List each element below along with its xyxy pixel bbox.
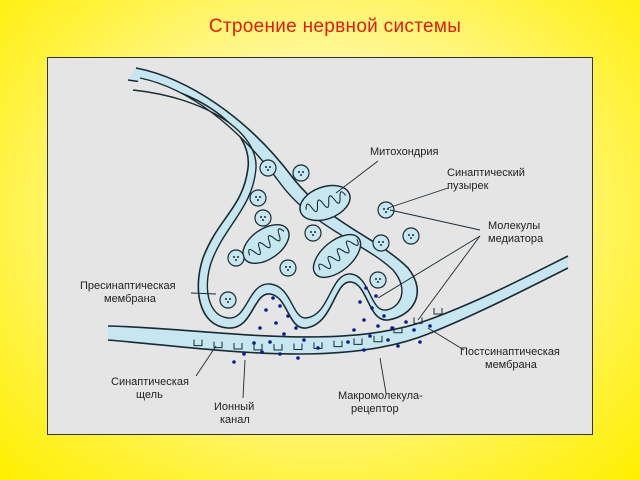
synapse-diagram: Митохондрия Синаптический пузырек Молеку…: [80, 67, 569, 426]
synaptic-vesicle: [292, 164, 310, 182]
label-ion-channel-line2: канал: [220, 414, 250, 426]
ion-channel: [373, 335, 383, 343]
mediator-molecule: [268, 340, 272, 344]
ion-channel: [213, 341, 223, 349]
mediator-molecule: [382, 314, 386, 318]
synaptic-vesicle: [304, 224, 322, 242]
mitochondrion: [242, 223, 290, 265]
mediator-molecule: [428, 324, 432, 328]
label-ion-channel-line1: Ионный: [214, 401, 254, 413]
synaptic-vesicles: [219, 159, 420, 309]
mediator-molecule: [271, 296, 275, 300]
mediator-molecule: [370, 306, 374, 310]
label-cleft-line2: щель: [136, 389, 163, 401]
mediator-molecule: [358, 300, 362, 304]
receptor: [393, 326, 403, 334]
label-receptor-line2: рецептор: [351, 403, 399, 415]
mediator-molecule: [418, 340, 422, 344]
label-mitochondria: Митохондрия: [370, 146, 438, 158]
slide-title: Строение нервной системы: [208, 16, 462, 37]
mediator-molecule: [404, 320, 408, 324]
mediator-molecule: [386, 338, 390, 342]
synaptic-vesicle: [369, 271, 387, 289]
mediator-molecule: [242, 352, 246, 356]
mediator-molecule: [260, 350, 264, 354]
mediator-molecule: [362, 348, 366, 352]
label-presynaptic-line1: Пресинаптическая: [80, 280, 176, 292]
mediator-molecule: [374, 294, 378, 298]
mediator-molecule: [232, 360, 236, 364]
synaptic-vesicle: [259, 159, 277, 177]
ion-channel: [333, 340, 343, 348]
mediator-molecule: [412, 328, 416, 332]
mediator-molecule: [396, 344, 400, 348]
label-vesicle-line2: пузырек: [447, 180, 489, 192]
mediator-molecule: [368, 334, 372, 338]
ion-channel: [413, 317, 423, 324]
receptor: [353, 338, 363, 345]
mediator-molecule: [362, 318, 366, 322]
receptor: [273, 343, 283, 351]
receptor: [233, 343, 243, 350]
mediator-molecule: [346, 340, 350, 344]
ion-channel: [253, 343, 263, 351]
mediator-molecule: [274, 321, 278, 325]
mediator-molecule: [282, 332, 286, 336]
mediator-molecule: [364, 286, 368, 290]
receptor: [433, 308, 443, 315]
label-vesicle-line1: Синаптический: [447, 167, 525, 179]
synapse-diagram-frame: Митохондрия Синаптический пузырек Молеку…: [47, 57, 593, 435]
mitochondrion: [312, 233, 362, 279]
ion-channel: [293, 343, 303, 350]
synaptic-vesicle: [402, 227, 420, 245]
mediator-molecule: [390, 326, 394, 330]
label-postsynaptic-line2: мембрана: [485, 359, 538, 371]
synaptic-vesicle: [254, 209, 272, 227]
label-postsynaptic-line1: Постсинаптическая: [460, 346, 560, 358]
label-mediator-line1: Молекулы: [488, 220, 540, 232]
mediator-molecule: [376, 324, 380, 328]
diagram-labels: Митохондрия Синаптический пузырек Молеку…: [80, 146, 560, 426]
synaptic-vesicle: [372, 234, 390, 252]
label-mediator-line2: медиатора: [488, 233, 544, 245]
receptor: [313, 342, 323, 349]
receptors: [193, 308, 443, 351]
synaptic-vesicle: [219, 291, 237, 309]
mediator-molecule: [278, 352, 282, 356]
mediator-molecule: [258, 326, 262, 330]
mediator-molecules: [232, 286, 432, 364]
mediator-molecule: [296, 356, 300, 360]
synaptic-vesicle: [249, 189, 267, 207]
synaptic-vesicle: [279, 259, 297, 277]
mitochondrion: [299, 184, 351, 222]
label-presynaptic-line2: мембрана: [104, 293, 157, 305]
synaptic-vesicle: [227, 249, 245, 267]
mediator-molecule: [286, 314, 290, 318]
mediator-molecule: [294, 326, 298, 330]
label-receptor-line1: Макромолекула-: [338, 390, 423, 402]
mediator-molecule: [252, 341, 256, 345]
mediator-molecule: [302, 338, 306, 342]
label-cleft-line1: Синаптическая: [111, 376, 189, 388]
mediator-molecule: [278, 304, 282, 308]
leader-lines: [190, 160, 481, 399]
receptor: [193, 339, 203, 347]
mediator-molecule: [352, 328, 356, 332]
synaptic-vesicle: [377, 201, 395, 219]
postsynaptic-membrane: [107, 255, 569, 355]
mediator-molecule: [264, 308, 268, 312]
mitochondria: [242, 184, 362, 279]
